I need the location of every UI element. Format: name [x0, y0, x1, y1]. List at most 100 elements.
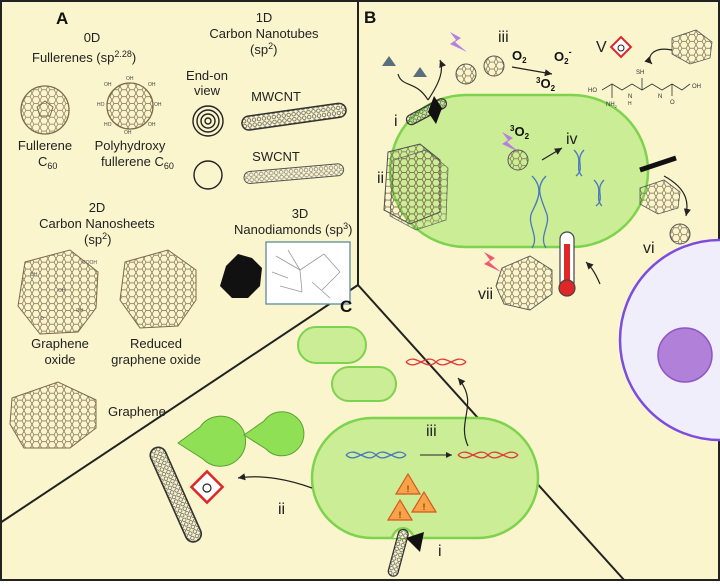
- b-label-i: i: [394, 113, 398, 130]
- b-fullerene-top1: [455, 63, 477, 85]
- svg-text:H: H: [628, 101, 632, 107]
- svg-text:OH: OH: [104, 82, 112, 88]
- go-label-line2: oxide: [44, 352, 75, 367]
- b-leaking-triangles: [382, 56, 427, 77]
- divider-ac: [0, 284, 359, 524]
- svg-text:!: !: [423, 502, 426, 512]
- svg-text:OH: OH: [148, 82, 156, 88]
- b-black-rod: [639, 155, 677, 173]
- svg-text:HO: HO: [588, 88, 597, 94]
- mwcnt-end-view: [192, 105, 224, 137]
- svg-text:N: N: [628, 94, 632, 100]
- end-on-label-line2: view: [194, 83, 221, 98]
- polyhydroxy-label-line1: Polyhydroxy: [95, 138, 166, 153]
- b-fullerene-top2: [483, 55, 505, 77]
- panel-b-label: B: [364, 8, 376, 27]
- svg-text:OH: OH: [126, 76, 134, 82]
- b-fullerene-vi: [669, 223, 691, 245]
- b-light-bolt-heat: [484, 252, 501, 272]
- nanosheets-title: Carbon Nanosheets: [39, 216, 155, 231]
- b-label-iv: iv: [566, 131, 578, 148]
- rgo-label-line2: graphene oxide: [111, 352, 201, 367]
- svg-text:OH: OH: [148, 122, 156, 128]
- panel-c-label: C: [340, 297, 352, 316]
- b-vi-arrow: [663, 175, 691, 217]
- c-pacman-2: [243, 411, 305, 457]
- b-glutathione: SH HO OH NH2 N N H O: [588, 70, 701, 109]
- graphene-sheet: [9, 381, 97, 449]
- b-hazard-sign-v: [609, 35, 633, 59]
- nanodiamond-particle: [220, 254, 262, 298]
- svg-text:!: !: [399, 510, 402, 520]
- panel-a-label: A: [56, 9, 68, 28]
- b-superoxide: O2-: [554, 47, 572, 66]
- b-graphene-vii: [495, 255, 553, 311]
- three-d-heading: 3D: [292, 206, 309, 221]
- polyhydroxy-label-line2: fullerene C60: [101, 154, 174, 171]
- b-singlet-oxygen-cell: 3O2: [510, 124, 530, 141]
- c-label-iii: iii: [426, 423, 437, 440]
- host-cell: [618, 238, 720, 442]
- b-fullerene-cell: [507, 149, 529, 171]
- svg-text:OH: OH: [124, 130, 132, 136]
- b-label-vii: vii: [478, 286, 493, 303]
- svg-text:HO: HO: [97, 102, 105, 108]
- rgo-label-line1: Reduced: [130, 336, 182, 351]
- svg-text:OH: OH: [30, 272, 38, 278]
- b-o2: O2: [512, 48, 527, 65]
- b-dna-fragments: [573, 149, 605, 207]
- svg-text:OH: OH: [154, 102, 162, 108]
- fullerene-label-line1: Fullerene: [18, 138, 72, 153]
- b-graphene-v: [671, 29, 713, 65]
- c-nanotube-pore: [387, 528, 409, 577]
- b-light-bolt-cell: [502, 132, 519, 152]
- two-d-heading: 2D: [89, 200, 106, 215]
- b-thermometer: [558, 231, 576, 297]
- swcnt-tube: [243, 163, 345, 184]
- b-ros-arrow: [511, 66, 553, 77]
- one-d-heading: 1D: [256, 10, 273, 25]
- c-dna-red-outside: [405, 358, 467, 366]
- graphene-label: Graphene: [108, 404, 166, 419]
- cnt-title: Carbon Nanotubes: [209, 26, 319, 41]
- svg-text:NH2: NH2: [606, 102, 618, 109]
- c-bacterium-main: [310, 416, 540, 540]
- polyhydroxy-fullerene: OH OH OH HO OH HO OH OH: [97, 76, 162, 136]
- b-dna-strand: [529, 175, 549, 249]
- c-nanotube-large: [149, 446, 203, 543]
- fullerenes-title: Fullerenes (sp2.28): [32, 49, 136, 65]
- c-transfer-arrow: [457, 377, 469, 447]
- b-label-iii: iii: [498, 29, 509, 46]
- b-singlet-oxygen-top: 3O2: [536, 76, 556, 93]
- zero-d-heading: 0D: [84, 30, 101, 45]
- mwcnt-label: MWCNT: [251, 89, 301, 104]
- c-dna-blue: [345, 451, 407, 459]
- svg-text:O: O: [670, 100, 675, 106]
- svg-text:SH: SH: [636, 70, 644, 76]
- b-dna-arrow: [541, 147, 563, 161]
- fullerene-molecule: [20, 85, 70, 135]
- b-label-vi: vi: [643, 240, 655, 257]
- svg-text:OH: OH: [76, 308, 84, 314]
- b-uptake-arrow: [585, 261, 601, 285]
- c-dna-red: [457, 451, 519, 459]
- nanodiamonds-title: Nanodiamonds (sp3): [234, 221, 352, 237]
- b-label-ii: ii: [377, 170, 384, 187]
- end-on-label-line1: End-on: [186, 68, 228, 83]
- svg-text:!: !: [407, 484, 410, 494]
- swcnt-end-view: [193, 160, 223, 190]
- c-pacman-1: [177, 415, 247, 467]
- b-leak-arrows: [397, 60, 442, 101]
- c-warning-signs: [386, 472, 438, 521]
- svg-text:HO: HO: [104, 122, 112, 128]
- b-dark-shard: [428, 96, 442, 124]
- c-label-i: i: [438, 543, 442, 560]
- nanodiamond-lattice-box: [265, 241, 351, 305]
- c-ii-arrow: [237, 473, 313, 489]
- b-label-v: V: [596, 39, 607, 56]
- c-bacterium-small-1: [297, 326, 367, 364]
- swcnt-label: SWCNT: [252, 149, 300, 164]
